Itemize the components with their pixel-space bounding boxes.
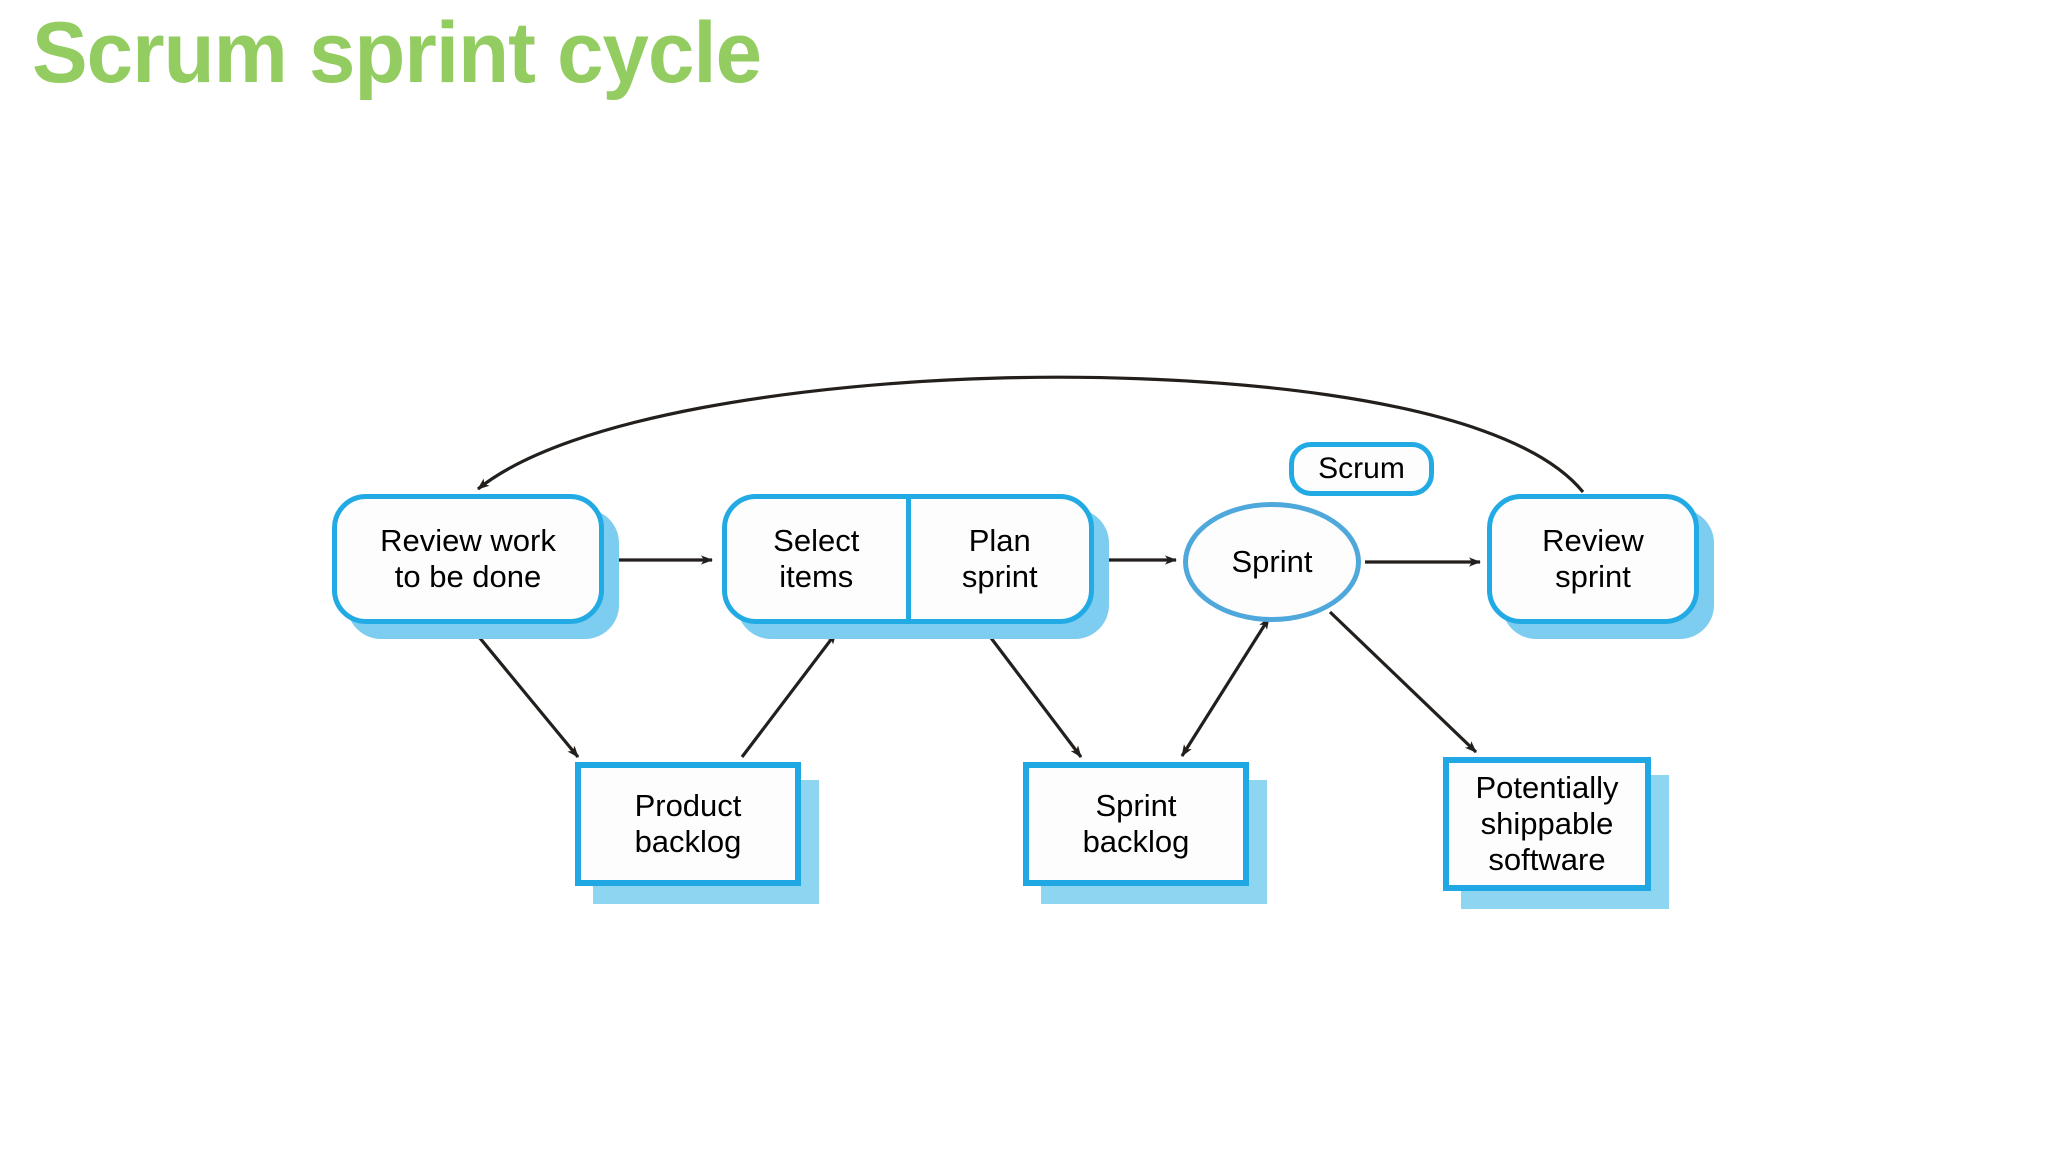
node-scrum-label[interactable]: Scrum [1289, 442, 1434, 496]
node-review-work-to-be-done[interactable]: Review work to be done [332, 494, 604, 624]
node-shippable-software-line2: shippable [1480, 806, 1614, 842]
node-split-divider [905, 499, 911, 619]
node-plan-sprint-line1: Plan [968, 523, 1031, 559]
node-shippable-software-label: Potentially shippable software [1475, 770, 1618, 878]
node-shippable-software-line1: Potentially [1475, 770, 1619, 806]
node-scrum-text: Scrum [1318, 451, 1405, 485]
node-select-items-plan-sprint[interactable]: Select items Plan sprint [722, 494, 1094, 624]
node-select-items-label: Select items [773, 523, 859, 595]
node-product-backlog-line2: backlog [634, 824, 742, 859]
node-review-sprint-line1: Review [1542, 523, 1644, 559]
page-title: Scrum sprint cycle [32, 5, 762, 101]
node-plan-sprint-cell[interactable]: Plan sprint [911, 499, 1090, 619]
node-shippable-software-line3: software [1488, 841, 1606, 877]
node-select-items-line2: items [779, 559, 854, 594]
node-review-sprint[interactable]: Review sprint [1487, 494, 1699, 624]
node-sprint-label: Sprint [1231, 544, 1313, 580]
node-product-backlog[interactable]: Product backlog [575, 762, 801, 886]
node-product-backlog-label: Product backlog [635, 788, 742, 860]
node-sprint[interactable]: Sprint [1183, 502, 1361, 622]
node-review-work-label: Review work to be done [380, 523, 556, 595]
node-review-sprint-line2: sprint [1555, 559, 1631, 594]
node-review-work-line2: to be done [394, 559, 542, 594]
node-review-work-line1: Review work [380, 523, 556, 559]
node-sprint-backlog[interactable]: Sprint backlog [1023, 762, 1249, 886]
node-sprint-backlog-line1: Sprint [1095, 788, 1177, 824]
edge-plan-sprint-to-sprint-backlog [983, 629, 1083, 758]
node-plan-sprint-line2: sprint [961, 559, 1038, 594]
node-review-sprint-label: Review sprint [1542, 523, 1644, 595]
node-product-backlog-line1: Product [634, 788, 742, 824]
node-sprint-backlog-label: Sprint backlog [1083, 788, 1190, 860]
edge-sprint-to-sprint-backlog-bidirectional [1180, 617, 1271, 757]
node-sprint-backlog-line2: backlog [1082, 824, 1190, 859]
edge-sprint-to-shippable-software [1328, 610, 1478, 754]
edge-product-backlog-to-select-items [740, 632, 838, 758]
node-select-items-line1: Select [773, 523, 860, 559]
node-shippable-software[interactable]: Potentially shippable software [1443, 757, 1651, 891]
node-plan-sprint-label: Plan sprint [962, 523, 1038, 595]
node-select-items-cell[interactable]: Select items [727, 499, 906, 619]
edge-review-work-to-product-backlog [468, 624, 580, 759]
